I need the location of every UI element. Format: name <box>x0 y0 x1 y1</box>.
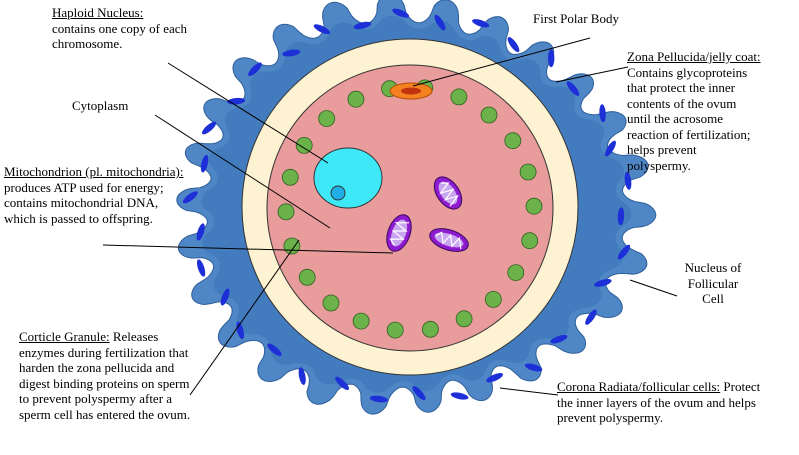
label-corona-desc: Protect the inner layers of the ovum and… <box>557 379 761 425</box>
cortical-granules <box>277 79 543 339</box>
haploid-nucleus <box>313 147 383 209</box>
cortical-granule <box>421 320 439 338</box>
follicular-nucleus <box>335 376 349 391</box>
follicular-nucleus <box>200 154 209 173</box>
label-haploid-desc: contains one copy of each chromosome. <box>52 20 188 52</box>
cortical-granule <box>295 136 313 154</box>
cortical-granule <box>322 294 340 312</box>
cortical-granule <box>298 268 316 286</box>
follicular-nucleus <box>550 334 568 344</box>
follicular-nucleus <box>524 363 543 372</box>
mitochondria <box>386 176 469 252</box>
leader-line-cytoplasm <box>154 114 331 229</box>
label-follicular-nucleus: Nucleus of Follicular Cell <box>679 260 747 307</box>
cortical-granule <box>519 163 537 181</box>
label-cytoplasm-text: Cytoplasm <box>72 98 129 113</box>
label-haploid-title: Haploid Nucleus: <box>52 5 144 20</box>
label-zona-desc: Contains glycoproteins that protect the … <box>627 64 751 173</box>
follicular-nucleus <box>201 121 217 135</box>
follicular-nucleus <box>585 309 597 325</box>
follicular-nuclei <box>182 8 632 403</box>
label-corona-title: Corona Radiata/follicular cells: <box>557 379 721 394</box>
label-haploid-nucleus: Haploid Nucleus: contains one copy of ea… <box>52 5 222 52</box>
leader-line-follicular-nucleus <box>629 279 678 297</box>
cortical-granule <box>386 321 404 339</box>
cortical-granule <box>480 106 498 124</box>
cortical-granule <box>484 290 502 308</box>
follicular-nucleus <box>182 191 198 204</box>
label-first-polar-body: First Polar Body <box>533 11 619 27</box>
label-zona-title: Zona Pellucida/jelly coat: <box>627 49 761 64</box>
leader-line-polar-body <box>412 37 591 87</box>
cortical-granule <box>521 232 539 250</box>
follicular-nucleus <box>313 24 331 35</box>
cortical-granule <box>450 88 468 106</box>
follicular-nucleus <box>248 62 262 77</box>
cortical-granule <box>525 197 543 215</box>
follicular-nucleus <box>434 14 446 31</box>
follicular-nucleus <box>267 343 282 357</box>
follicular-nucleus <box>412 386 426 401</box>
nucleolus <box>330 185 346 201</box>
mitochondrion <box>429 228 469 252</box>
label-mito-title: Mitochondrion (pl. mitochondria): <box>4 164 184 179</box>
cortical-granule <box>283 237 301 255</box>
label-mito-desc: produces ATP used for energy; contains m… <box>4 179 164 226</box>
mitochondrion-matrix <box>438 181 458 205</box>
follicular-nucleus <box>282 49 301 57</box>
label-zona-pellucida: Zona Pellucida/jelly coat: Contains glyc… <box>627 49 761 173</box>
leader-lines <box>102 37 678 396</box>
mitochondrion-cristae <box>435 231 462 250</box>
leader-line-zona <box>555 66 629 83</box>
label-cortical-desc: Releases enzymes during fertilization th… <box>19 329 191 422</box>
cortical-granule <box>455 310 473 328</box>
cortical-granule <box>347 90 365 108</box>
follicular-nucleus <box>196 259 206 277</box>
cytoplasm-region <box>266 64 554 352</box>
label-corona-radiata: Corona Radiata/follicular cells: Protect… <box>557 379 762 426</box>
first-polar-body <box>389 82 433 100</box>
mitochondrion <box>433 176 463 210</box>
follicular-nucleus <box>298 367 306 385</box>
follicular-nucleus <box>605 140 616 157</box>
label-mitochondrion: Mitochondrion (pl. mitochondria): produc… <box>4 164 184 226</box>
label-follicular-nucleus-text: Nucleus of Follicular Cell <box>684 260 742 306</box>
cortical-granule <box>318 110 336 127</box>
polar-body-inner <box>401 87 421 95</box>
follicular-nucleus <box>599 104 606 123</box>
cortical-granule <box>352 312 370 330</box>
leader-line-corona <box>499 387 559 396</box>
follicular-nucleus <box>617 207 625 226</box>
follicular-nucleus <box>624 171 632 190</box>
follicular-nucleus <box>450 392 469 400</box>
follicular-nucleus <box>196 223 205 241</box>
follicular-nucleus <box>220 288 230 306</box>
leader-line-mitochondrion <box>102 244 394 254</box>
follicular-nucleus <box>566 81 580 96</box>
cortical-granule <box>281 168 299 186</box>
follicular-nucleus <box>392 8 410 18</box>
leader-line-haploid <box>167 62 329 164</box>
label-polar-body-text: First Polar Body <box>533 11 619 26</box>
mitochondrion-cristae <box>389 222 410 246</box>
leader-line-cortical-granule <box>189 239 300 396</box>
follicular-nucleus <box>472 19 490 28</box>
follicular-nucleus <box>353 21 372 30</box>
label-cortical-granule: Corticle Granule: Releases enzymes durin… <box>19 329 197 422</box>
follicular-nucleus <box>507 37 520 53</box>
label-cortical-title: Corticle Granule: <box>19 329 110 344</box>
follicular-nucleus <box>547 49 555 68</box>
mitochondrion-cristae <box>439 182 460 207</box>
follicular-nucleus <box>486 373 503 383</box>
follicular-nucleus <box>594 278 612 287</box>
mitochondrion <box>386 214 412 252</box>
follicular-nucleus <box>369 395 388 403</box>
follicular-nucleus <box>617 244 631 260</box>
label-cytoplasm: Cytoplasm <box>72 98 128 114</box>
cortical-granule <box>504 132 522 150</box>
cortical-granule <box>507 264 525 282</box>
cortical-granule <box>277 203 295 221</box>
